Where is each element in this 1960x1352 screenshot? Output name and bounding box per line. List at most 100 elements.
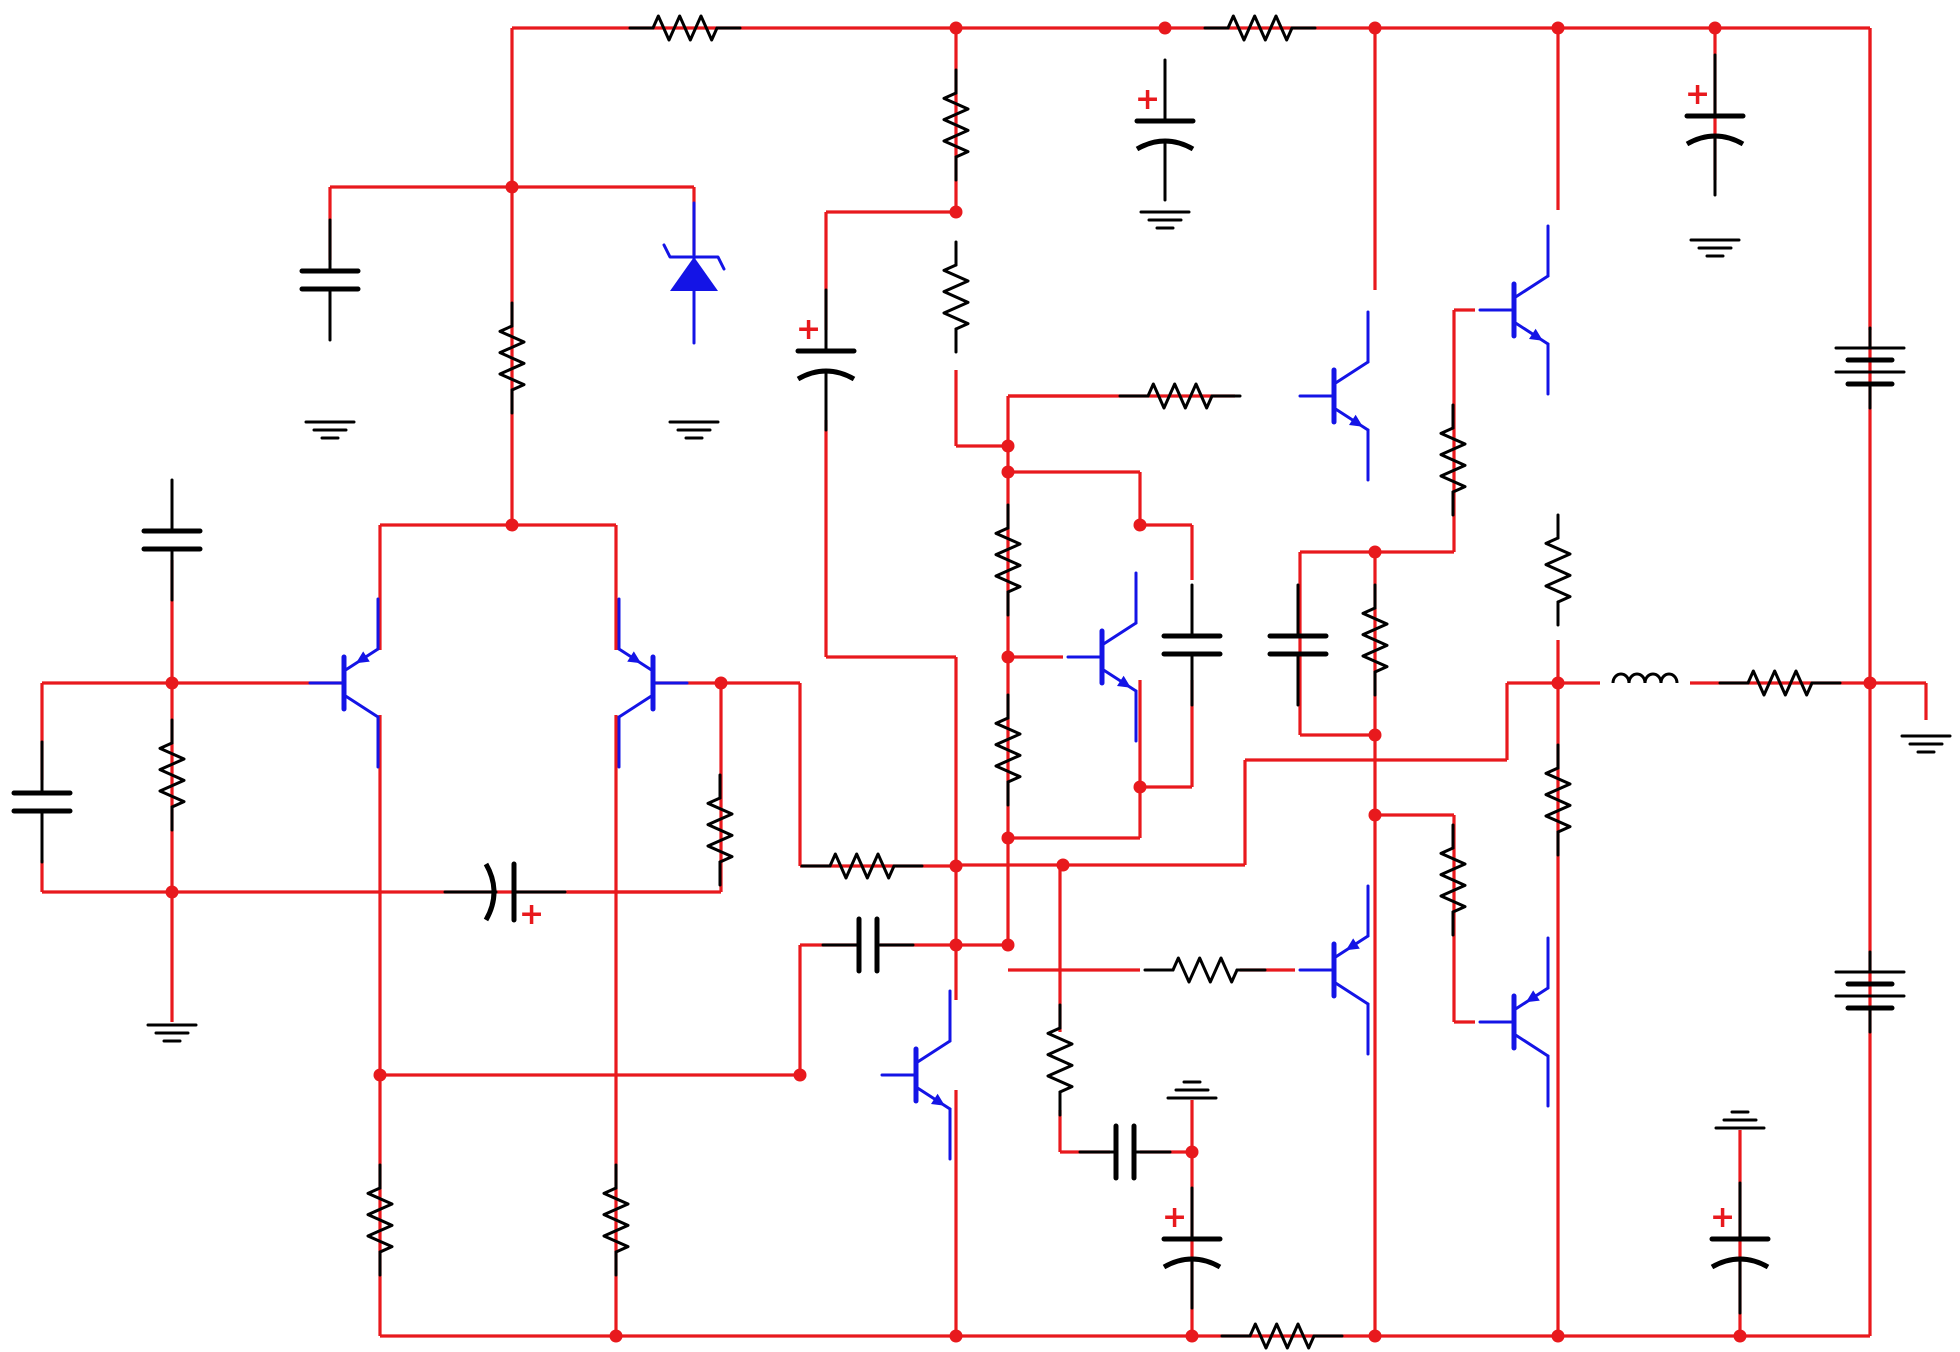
npn-transistor-4 <box>1478 224 1550 396</box>
junction-dot <box>793 1068 807 1082</box>
junctions <box>165 21 1877 1343</box>
resistor-12 <box>1361 583 1389 697</box>
junction-dot <box>1863 676 1877 690</box>
ground-symbol-4 <box>1139 210 1191 230</box>
resistor-20 <box>366 1163 394 1277</box>
wires <box>40 26 1928 1338</box>
capacitor-6 <box>821 916 915 974</box>
junction-dot <box>949 1329 963 1343</box>
ground-symbol-2 <box>668 420 720 440</box>
resistor-3 <box>498 301 526 415</box>
junction-dot <box>1368 21 1382 35</box>
emitter-arrow <box>1349 414 1363 427</box>
junction-dot <box>1733 1329 1747 1343</box>
emitter-arrow <box>931 1093 945 1106</box>
junction-dot <box>1001 831 1015 845</box>
emitter-arrow <box>1525 990 1540 1003</box>
resistor-7 <box>942 68 970 182</box>
ground-symbol-3 <box>146 1023 198 1043</box>
resistor-18 <box>1143 956 1267 984</box>
junction-dot <box>1551 676 1565 690</box>
resistor-16 <box>1439 823 1467 937</box>
resistor-9 <box>1118 382 1242 410</box>
electrolytic-capacitor-4: + <box>443 861 567 932</box>
ground-symbol-7 <box>1166 1080 1218 1100</box>
pnp-transistor-4 <box>1478 936 1550 1108</box>
junction-dot <box>505 518 519 532</box>
emitter-arrow <box>627 651 642 664</box>
junction-dot <box>1368 808 1382 822</box>
junction-dot <box>165 676 179 690</box>
junction-dot <box>1133 780 1147 794</box>
electrolytic-capacitor-6: + <box>1709 1181 1771 1315</box>
polarity-plus: + <box>796 312 821 347</box>
junction-dot <box>1185 1145 1199 1159</box>
junction-dot <box>505 180 519 194</box>
emitter-arrow <box>1117 675 1131 688</box>
pnp-transistor-1 <box>308 597 380 769</box>
electrolytic-capacitor-1: + <box>1134 58 1196 202</box>
resistor-14 <box>1544 513 1572 627</box>
junction-dot <box>1001 439 1015 453</box>
capacitor-7 <box>1078 1123 1172 1181</box>
electrolytic-capacitor-2: + <box>795 288 857 432</box>
battery-2 <box>1834 950 1906 1034</box>
zener-diode-1 <box>662 201 726 345</box>
ground-symbol-5 <box>1689 238 1741 258</box>
junction-dot <box>949 859 963 873</box>
capacitor-1 <box>299 218 361 342</box>
resistor-6 <box>800 852 924 880</box>
junction-dot <box>373 1068 387 1082</box>
ground-symbol-1 <box>304 420 356 440</box>
junction-dot <box>1368 728 1382 742</box>
resistor-8 <box>942 240 970 354</box>
electrolytic-capacitor-5: + <box>1161 1186 1223 1310</box>
capacitor-2 <box>141 478 203 602</box>
junction-dot <box>1001 650 1015 664</box>
junction-dot <box>1708 21 1722 35</box>
junction-dot <box>1001 465 1015 479</box>
emitter-arrow <box>1345 938 1360 951</box>
polarity-plus: + <box>1135 82 1160 117</box>
resistor-19 <box>1046 1003 1074 1117</box>
emitter-arrow <box>355 651 370 664</box>
capacitor-4 <box>1161 583 1223 707</box>
ground-symbol-6 <box>1900 734 1952 754</box>
pnp-transistor-2 <box>617 597 689 769</box>
junction-dot <box>949 938 963 952</box>
capacitor-3 <box>11 740 73 864</box>
components: + + + + + + <box>11 14 1952 1350</box>
junction-dot <box>1551 1329 1565 1343</box>
polarity-plus: + <box>1685 77 1710 112</box>
junction-dot <box>609 1329 623 1343</box>
junction-dot <box>1133 518 1147 532</box>
resistor-1 <box>628 14 742 42</box>
resistor-17 <box>1544 743 1572 857</box>
junction-dot <box>1185 1329 1199 1343</box>
junction-dot <box>1056 858 1070 872</box>
polarity-plus: + <box>519 897 544 932</box>
electrolytic-capacitor-3: + <box>1684 53 1746 197</box>
resistor-2 <box>1203 14 1317 42</box>
capacitor-5 <box>1267 583 1329 707</box>
junction-dot <box>949 205 963 219</box>
inductor-1 <box>1611 672 1679 684</box>
polarity-plus: + <box>1162 1200 1187 1235</box>
junction-dot <box>1368 545 1382 559</box>
resistor-4 <box>158 718 186 832</box>
resistor-21 <box>602 1163 630 1277</box>
junction-dot <box>165 885 179 899</box>
resistor-22 <box>1220 1322 1344 1350</box>
ground-symbol-8 <box>1714 1110 1766 1130</box>
npn-transistor-2 <box>1066 571 1138 743</box>
junction-dot <box>714 676 728 690</box>
battery-1 <box>1834 326 1906 410</box>
junction-dot <box>1158 21 1172 35</box>
resistor-11 <box>994 693 1022 807</box>
junction-dot <box>1551 21 1565 35</box>
npn-transistor-3 <box>1298 310 1370 482</box>
pnp-transistor-3 <box>1298 884 1370 1056</box>
junction-dot <box>1368 1329 1382 1343</box>
polarity-plus: + <box>1710 1200 1735 1235</box>
